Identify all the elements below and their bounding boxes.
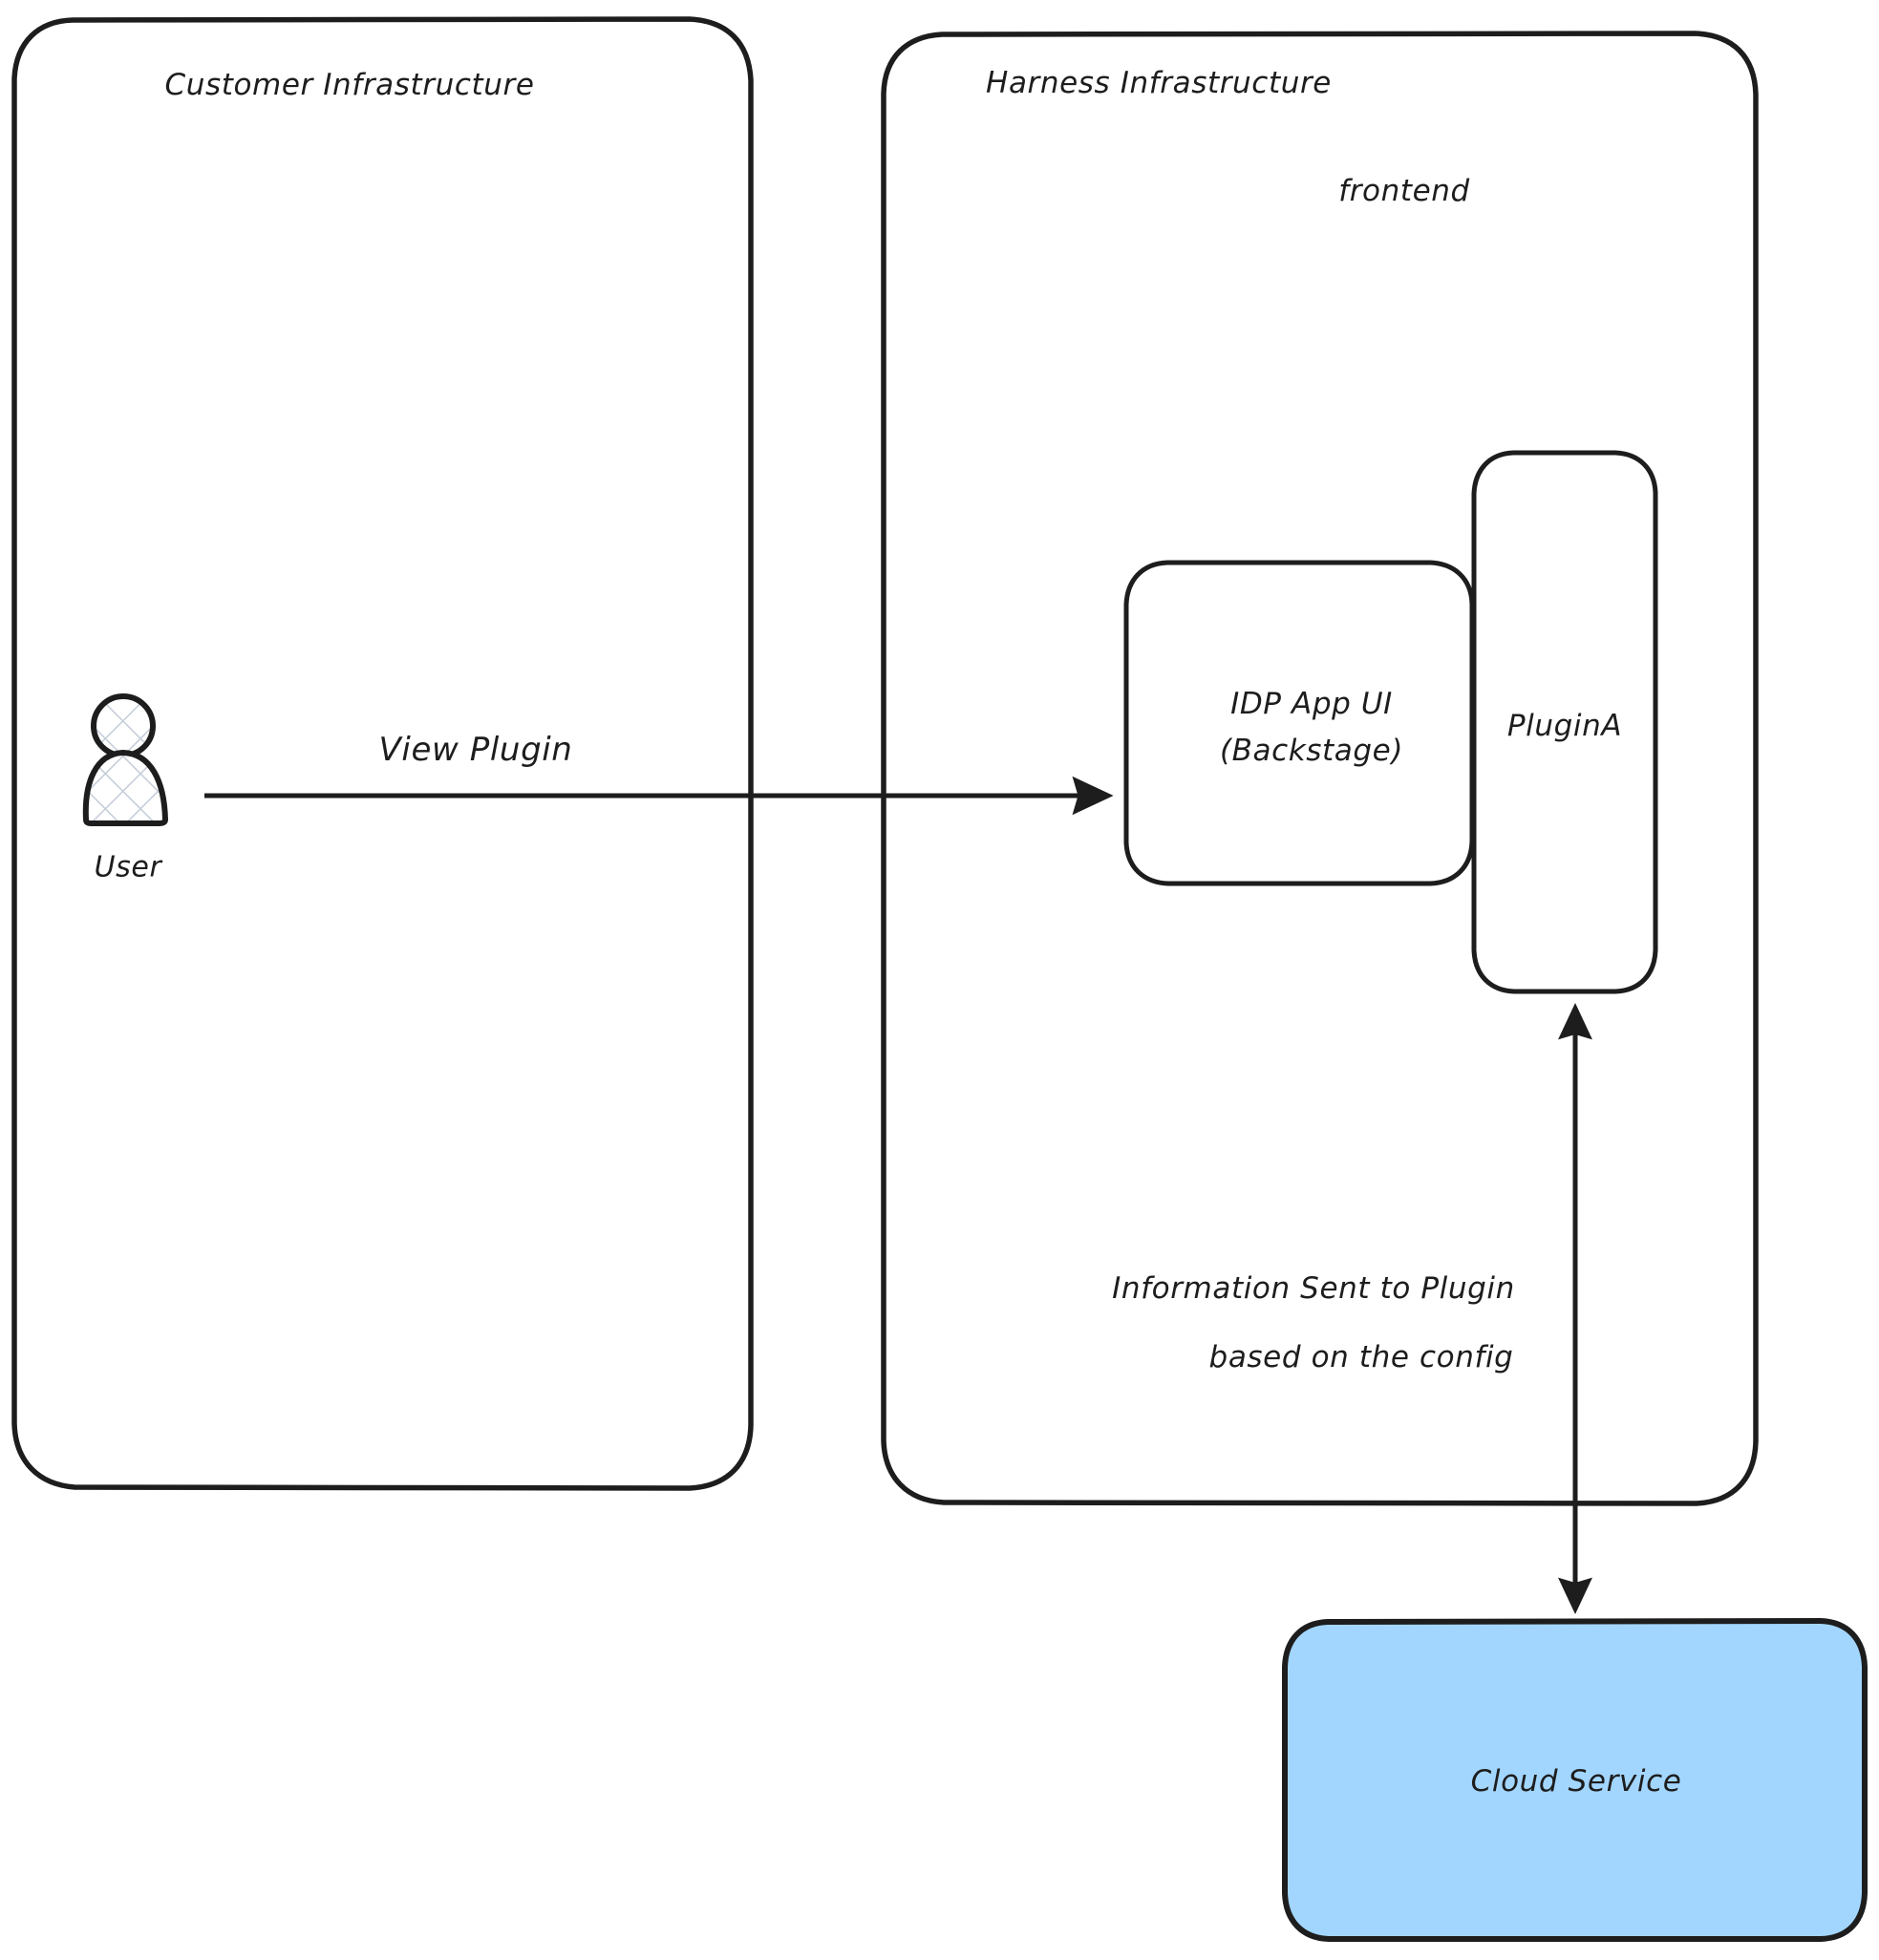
edge-label-view-plugin: View Plugin [378,730,573,769]
user-actor-icon [82,693,168,826]
container-customer-infrastructure[interactable] [11,16,754,1491]
node-label-cloud-service: Cloud Service [1470,1763,1682,1799]
edge-label-information-sent-line1: Information Sent to Plugin [1112,1270,1515,1306]
node-plugin-a[interactable] [1471,450,1658,994]
container-label-customer-infrastructure: Customer Infrastructure [164,67,535,102]
node-idp-app-ui[interactable] [1123,560,1475,886]
node-label-idp-app-ui-line2: (Backstage) [1219,733,1404,768]
edge-label-information-sent-line2: based on the config [1208,1339,1514,1374]
group-label-frontend: frontend [1338,173,1470,208]
container-label-harness-infrastructure: Harness Infrastructure [986,65,1332,100]
node-label-plugin-a: PluginA [1506,708,1623,743]
node-cloud-service[interactable] [1282,1618,1868,1942]
actor-label-user: User [94,850,162,884]
node-label-idp-app-ui-line1: IDP App UI [1230,686,1393,721]
